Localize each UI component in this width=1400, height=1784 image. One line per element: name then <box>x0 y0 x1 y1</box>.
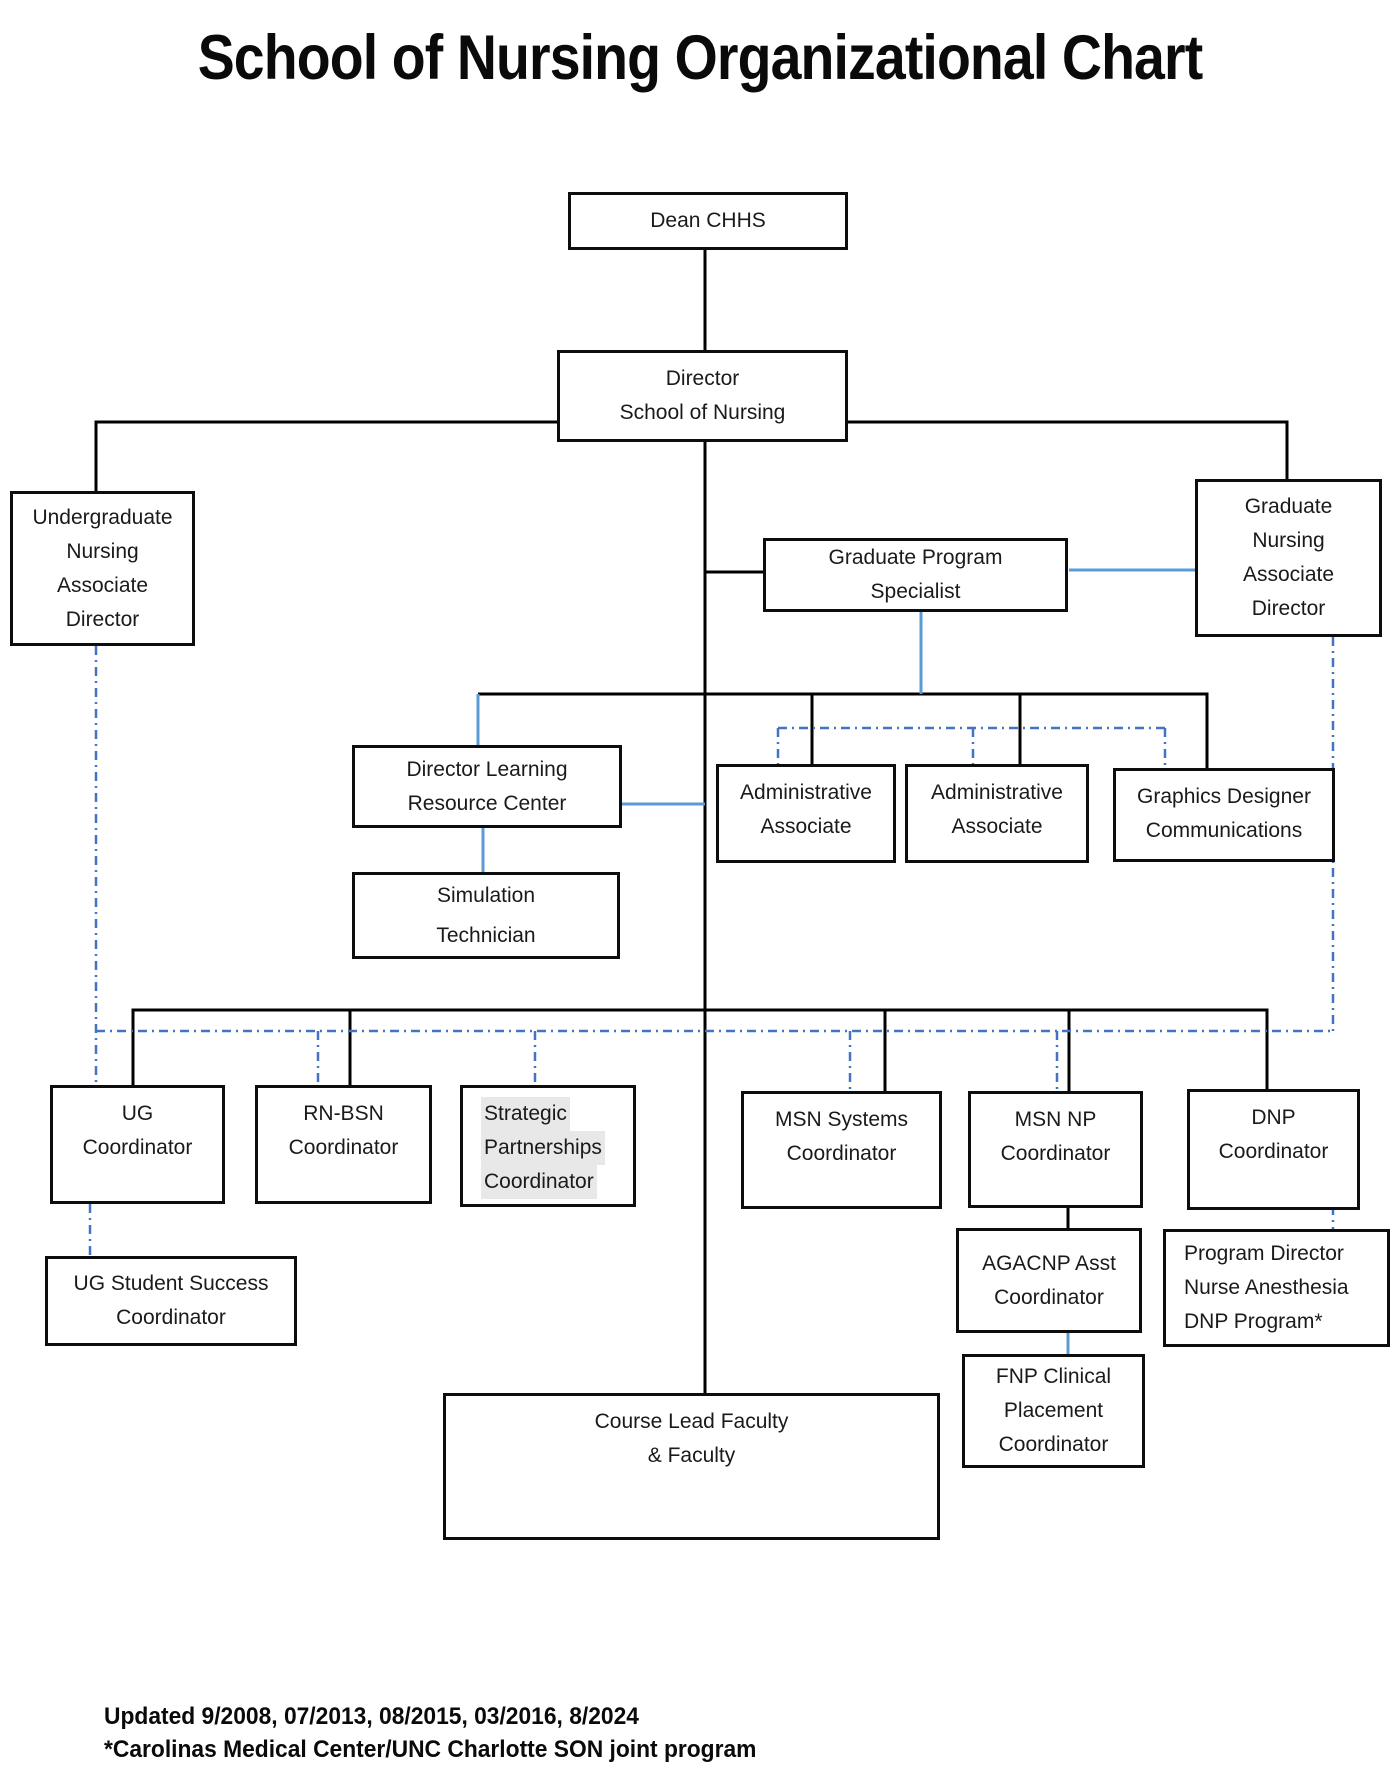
node-label: Coordinator <box>288 1136 399 1159</box>
node-label: Coordinator <box>116 1306 226 1329</box>
node-label: AGACNP Asst <box>982 1251 1116 1275</box>
node-label: Specialist <box>870 580 961 603</box>
node-ug-student-success-coordinator: UG Student Success Coordinator <box>45 1256 297 1346</box>
node-ug-coordinator: UG Coordinator <box>50 1085 225 1204</box>
node-program-director-nurse-anesthesia-dnp: Program Director Nurse Anesthesia DNP Pr… <box>1163 1229 1390 1347</box>
node-label: UG Student Success <box>73 1272 269 1295</box>
node-dean-chhs: Dean CHHS <box>568 192 848 250</box>
node-label: Administrative <box>931 781 1063 804</box>
node-label: Coordinator <box>82 1136 193 1159</box>
node-label: School of Nursing <box>619 401 786 424</box>
node-label: Dean CHHS <box>650 209 766 232</box>
node-graphics-designer-communications: Graphics Designer Communications <box>1113 768 1335 862</box>
node-label: MSN NP <box>1014 1108 1097 1131</box>
node-simulation-technician: Simulation Technician <box>352 872 620 959</box>
node-label: Administrative <box>740 781 872 804</box>
node-label: Associate <box>1242 563 1335 586</box>
node-label: Coordinator <box>998 1433 1109 1456</box>
node-graduate-nursing-associate-director: Graduate Nursing Associate Director <box>1195 479 1382 637</box>
footer-joint-program-note: *Carolinas Medical Center/UNC Charlotte … <box>104 1736 757 1763</box>
node-label: MSN Systems <box>774 1108 908 1131</box>
node-label: Nurse Anesthesia <box>1184 1276 1349 1299</box>
node-label: Resource Center <box>407 791 567 815</box>
node-administrative-associate-2: Administrative Associate <box>905 764 1089 863</box>
node-label: DNP Program* <box>1184 1310 1323 1333</box>
node-label: Strategic <box>481 1097 570 1131</box>
node-agacnp-asst-coordinator: AGACNP Asst Coordinator <box>956 1228 1142 1333</box>
node-director-school-of-nursing: Director School of Nursing <box>557 350 848 442</box>
node-label: Course Lead Faculty <box>594 1410 789 1433</box>
node-label: Partnerships <box>481 1131 605 1165</box>
node-label: Undergraduate <box>32 505 173 529</box>
node-undergraduate-nursing-associate-director: Undergraduate Nursing Associate Director <box>10 491 195 646</box>
node-graduate-program-specialist: Graduate Program Specialist <box>763 538 1068 612</box>
node-label: Graphics Designer <box>1137 785 1311 808</box>
node-label: Coordinator <box>786 1142 897 1165</box>
node-msn-systems-coordinator: MSN Systems Coordinator <box>741 1091 942 1209</box>
node-administrative-associate-1: Administrative Associate <box>716 764 896 863</box>
page-title: School of Nursing Organizational Chart <box>197 23 1203 93</box>
node-label: Simulation <box>436 883 536 907</box>
node-strategic-partnerships-coordinator: Strategic Partnerships Coordinator <box>460 1085 636 1207</box>
footer-notes: Updated 9/2008, 07/2013, 08/2015, 03/201… <box>104 1700 756 1766</box>
node-label: Technician <box>436 923 536 947</box>
node-course-lead-faculty: Course Lead Faculty & Faculty <box>443 1393 940 1540</box>
node-label: Graduate Program <box>828 546 1003 569</box>
node-label: Placement <box>1003 1399 1104 1422</box>
node-label: Director <box>1251 597 1326 620</box>
node-label: & Faculty <box>647 1444 736 1467</box>
node-label: Associate <box>56 573 149 597</box>
node-label: Coordinator <box>1218 1140 1329 1163</box>
node-label: Coordinator <box>481 1165 597 1199</box>
node-dnp-coordinator: DNP Coordinator <box>1187 1089 1360 1210</box>
node-rn-bsn-coordinator: RN-BSN Coordinator <box>255 1085 432 1204</box>
node-label: DNP <box>1251 1106 1296 1129</box>
node-label: Director <box>65 607 140 631</box>
node-fnp-clinical-placement-coordinator: FNP Clinical Placement Coordinator <box>962 1354 1145 1468</box>
node-label: FNP Clinical <box>995 1365 1112 1388</box>
node-label: Director Learning <box>406 757 568 781</box>
node-label: Graduate <box>1244 495 1333 518</box>
node-label: Coordinator <box>1000 1142 1111 1165</box>
node-label: UG <box>121 1102 154 1125</box>
node-director-learning-resource-center: Director Learning Resource Center <box>352 745 622 828</box>
node-label: Nursing <box>1252 529 1325 552</box>
footer-updated-line: Updated 9/2008, 07/2013, 08/2015, 03/201… <box>104 1703 639 1730</box>
node-label: Coordinator <box>994 1285 1104 1309</box>
node-label: Communications <box>1145 819 1303 842</box>
node-label: Program Director <box>1184 1242 1344 1265</box>
node-msn-np-coordinator: MSN NP Coordinator <box>968 1091 1143 1208</box>
node-label: Associate <box>760 815 852 838</box>
node-label: Nursing <box>66 539 139 563</box>
node-label: Associate <box>951 815 1043 838</box>
node-label: RN-BSN <box>303 1102 384 1125</box>
node-label: Director <box>665 367 740 390</box>
